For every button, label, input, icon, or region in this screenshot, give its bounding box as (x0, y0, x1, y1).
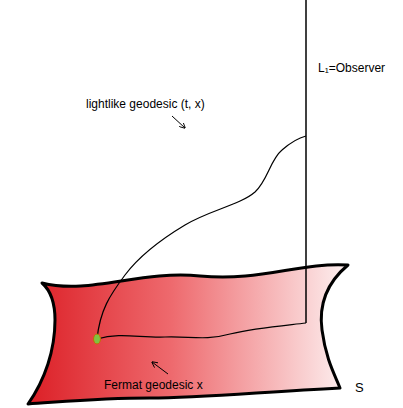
geodesic-label: lightlike geodesic (t, x) (86, 97, 205, 111)
start-point (94, 334, 101, 344)
surface-s (28, 265, 348, 404)
observer-label: L₁=Observer (318, 61, 385, 75)
lightlike-geodesic (97, 136, 306, 339)
surface-label: S (355, 381, 364, 395)
observer-line (305, 0, 307, 323)
fermat-geodesic (97, 323, 306, 339)
geodesic-label: Fermat geodesic x (104, 378, 203, 392)
leader-line (152, 362, 168, 374)
leader-line (172, 116, 185, 128)
